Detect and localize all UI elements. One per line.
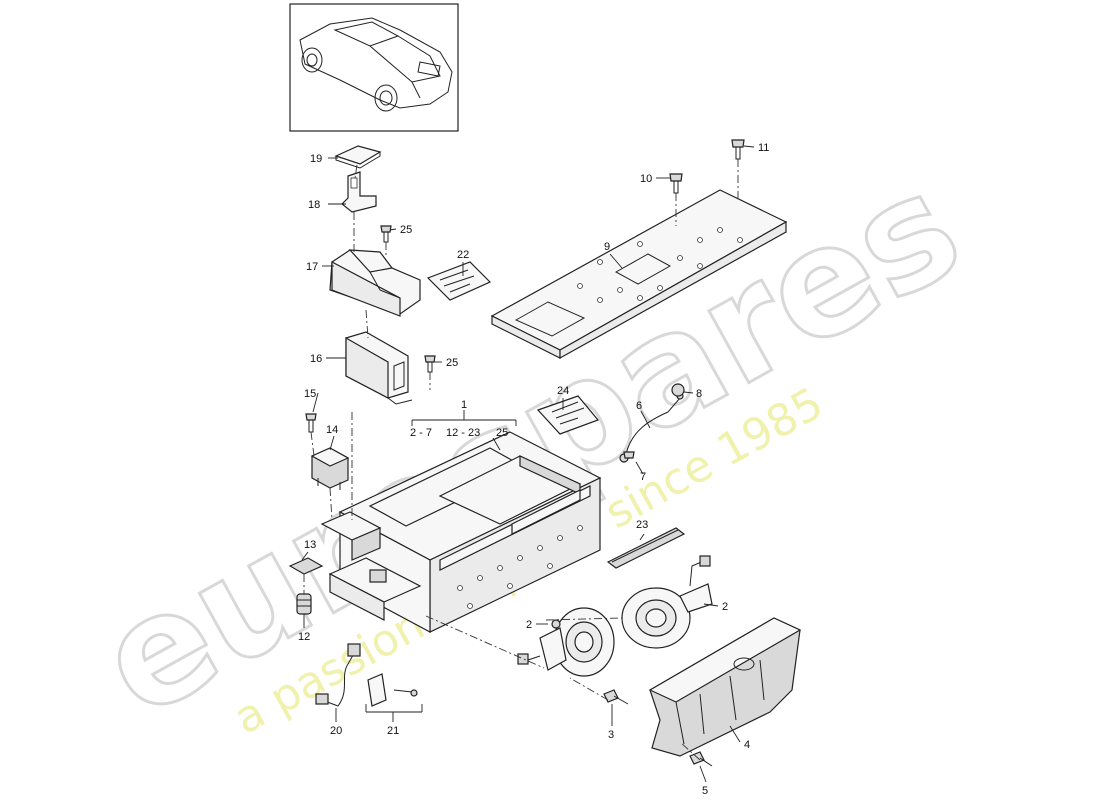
part-label-22 [426, 261, 492, 301]
callout-9: 9 [604, 241, 610, 253]
callout-23: 23 [636, 519, 648, 531]
callout-25-upper: 25 [400, 224, 412, 236]
assembly-lines [303, 159, 739, 761]
callout-5: 5 [702, 785, 708, 797]
part-screw-7 [623, 451, 635, 459]
callout-20: 20 [330, 725, 342, 737]
callout-1: 1 [461, 399, 467, 411]
part-pad-13 [288, 557, 324, 575]
callout-7: 7 [640, 471, 646, 483]
callout-17: 17 [306, 261, 318, 273]
callout-13: 13 [304, 539, 316, 551]
part-control-module [345, 331, 413, 405]
part-fan-right [621, 555, 713, 649]
part-bolt-11 [731, 139, 745, 160]
part-bolt-3 [603, 689, 629, 705]
callout-19: 19 [310, 153, 322, 165]
callout-3: 3 [608, 729, 614, 741]
part-harness-20 [315, 643, 361, 707]
part-air-duct [648, 617, 802, 757]
callout-labels: 19 18 25 17 22 16 25 15 14 9 10 11 24 6 … [298, 142, 769, 797]
callout-14: 14 [326, 424, 338, 436]
callout-12: 12 [298, 631, 310, 643]
leader-lines [301, 145, 755, 783]
callout-1-range-b: 12 - 23 [446, 427, 480, 439]
callout-1-range-c: 25 [496, 427, 508, 439]
callout-1-range-a: 2 - 7 [410, 427, 432, 439]
part-label-24 [536, 395, 600, 435]
callout-21: 21 [387, 725, 399, 737]
part-screw-15 [305, 413, 317, 433]
callout-2-right: 2 [722, 601, 728, 613]
part-cover-cap [334, 145, 382, 169]
part-screw-25-lower [424, 355, 436, 373]
part-relay [310, 447, 350, 490]
callout-18: 18 [308, 199, 320, 211]
part-nut-8 [671, 383, 685, 397]
part-control-housing [329, 249, 421, 317]
part-screw-25-upper [380, 225, 392, 243]
callout-15: 15 [304, 388, 316, 400]
part-cover-plate [490, 189, 788, 360]
part-lower-tray [328, 557, 422, 621]
callout-8: 8 [696, 388, 702, 400]
part-plug-12 [296, 593, 312, 615]
callout-16: 16 [310, 353, 322, 365]
callout-25-lower: 25 [446, 357, 458, 369]
part-bolt-5 [689, 751, 713, 767]
part-bracket-set-21 [367, 673, 418, 707]
part-seal-strip [606, 527, 686, 569]
callout-6: 6 [636, 400, 642, 412]
part-fan-left [517, 607, 615, 677]
part-bracket [341, 171, 377, 213]
vehicle-thumbnail [289, 3, 459, 132]
callout-2-left: 2 [526, 619, 532, 631]
callout-10: 10 [640, 173, 652, 185]
callout-22: 22 [457, 249, 469, 261]
callout-4: 4 [744, 739, 750, 751]
callout-24: 24 [557, 385, 569, 397]
callout-11: 11 [758, 142, 769, 154]
part-bolt-10 [669, 173, 683, 194]
